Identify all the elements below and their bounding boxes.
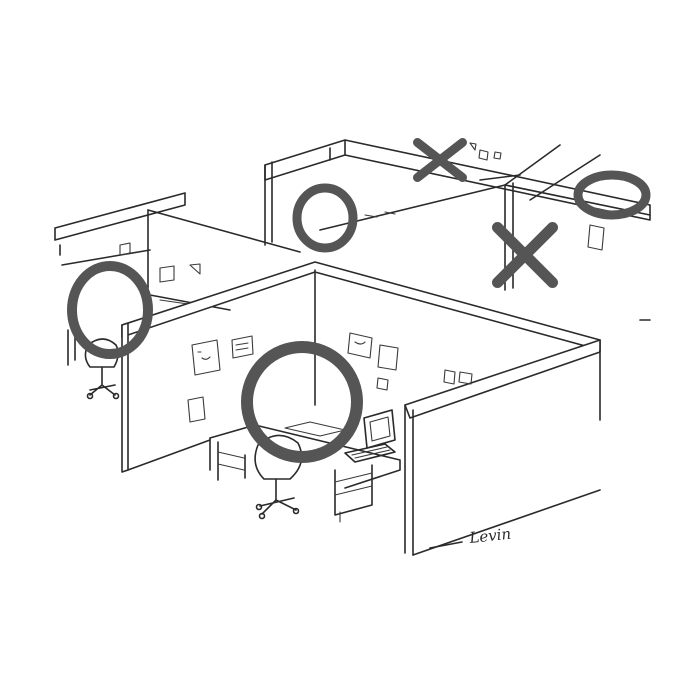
front-cubicle: [121, 261, 601, 556]
x-mark-1: [413, 138, 467, 182]
front-office-chair: [254, 434, 303, 520]
x-mark-3: [492, 222, 558, 288]
signature-underline: [429, 541, 463, 549]
o-mark-5: [67, 261, 153, 359]
computer: [344, 409, 396, 463]
artist-signature: Levin: [468, 525, 512, 547]
o-mark-2: [573, 170, 651, 220]
tic-tac-toe-marks: [67, 138, 651, 463]
o-mark-6: [241, 341, 363, 463]
back-cubicle-block: [264, 139, 651, 321]
o-mark-4: [292, 183, 358, 253]
